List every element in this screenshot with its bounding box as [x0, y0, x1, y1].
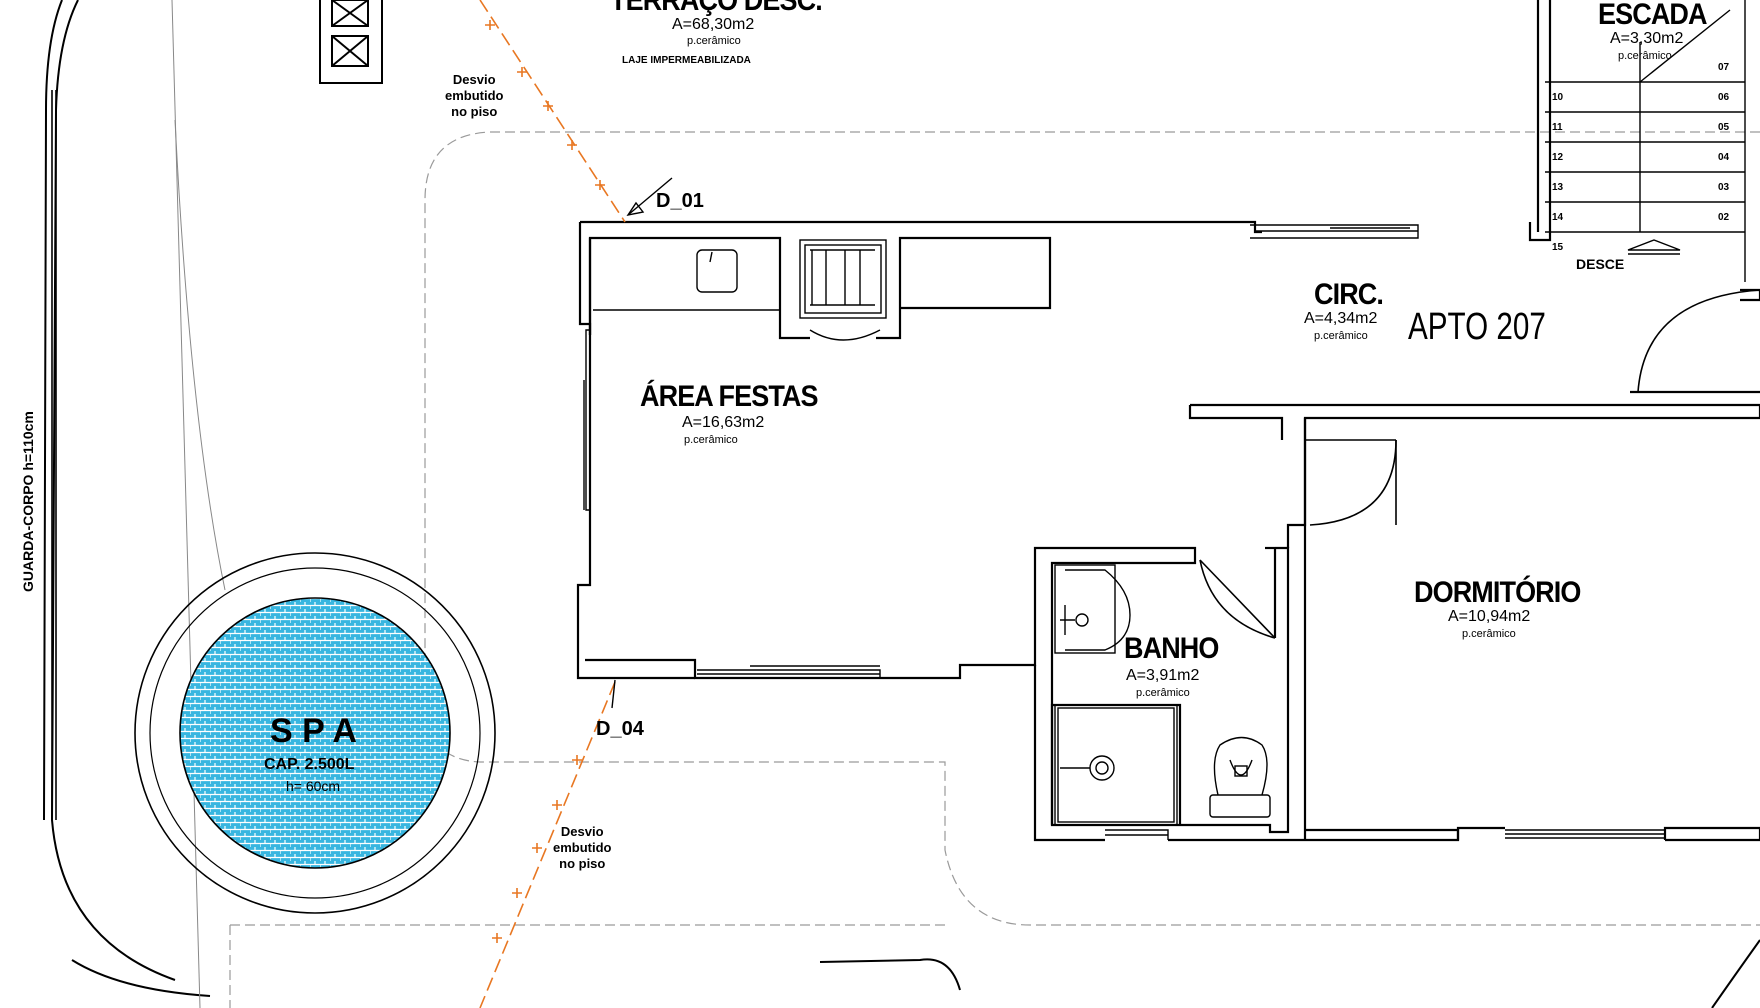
- terrace-floor: p.cerâmico: [687, 35, 741, 47]
- spa-title: S P A: [270, 712, 357, 750]
- stair-step: 02: [1718, 212, 1730, 223]
- windows: [583, 224, 1665, 840]
- bedroom-floor: p.cerâmico: [1462, 628, 1516, 640]
- drain-markers: [485, 20, 605, 943]
- circ-title: CIRC.: [1314, 278, 1384, 311]
- apartment-label: APTO 207: [1408, 306, 1546, 348]
- detail-label-d01: D_01: [656, 190, 704, 212]
- guardrail-label: GUARDA-CORPO h=110cm: [20, 411, 36, 592]
- stair: [1545, 0, 1746, 282]
- terrace-note: LAJE IMPERMEABILIZADA: [622, 55, 751, 66]
- stair-step: 12: [1552, 152, 1564, 163]
- kitchen-counter: [593, 239, 887, 341]
- circ-area: A=4,34m2: [1304, 310, 1378, 327]
- bedroom-area: A=10,94m2: [1448, 608, 1531, 625]
- spa-capacity: CAP. 2.500L: [264, 756, 355, 773]
- vent-boxes: [319, 0, 383, 84]
- walls: [576, 0, 1760, 842]
- bath-fixtures: [1054, 564, 1271, 826]
- party-floor: p.cerâmico: [684, 434, 738, 446]
- drain-note-top: Desvio embutido no piso: [445, 72, 504, 119]
- terrace-title: TERRAÇO DESC.: [610, 0, 823, 17]
- stair-step: 03: [1718, 182, 1730, 193]
- party-area: A=16,63m2: [682, 414, 765, 431]
- spa-height: h= 60cm: [286, 778, 341, 794]
- stair-direction: DESCE: [1576, 256, 1625, 272]
- stair-step: 05: [1718, 122, 1730, 133]
- stair-step: 11: [1552, 122, 1563, 133]
- doors: [1199, 289, 1760, 639]
- stair-step: 15: [1552, 242, 1564, 253]
- stair-step: 04: [1718, 152, 1730, 163]
- bath-area: A=3,91m2: [1126, 667, 1200, 684]
- projection-lines: [229, 131, 1760, 1008]
- bath-title: BANHO: [1124, 632, 1219, 665]
- detail-arrows: [611, 177, 673, 709]
- circ-floor: p.cerâmico: [1314, 330, 1368, 342]
- detail-label-d04: D_04: [596, 718, 644, 740]
- drain-note-bottom: Desvio embutido no piso: [553, 824, 612, 871]
- slab-outline: [43, 0, 1760, 1008]
- stair-step: 07: [1718, 62, 1730, 73]
- terrace-area: A=68,30m2: [672, 16, 755, 33]
- guardrail-lines: [51, 90, 57, 820]
- stair-area: A=3,30m2: [1610, 30, 1684, 47]
- party-title: ÁREA FESTAS: [640, 380, 819, 413]
- thin-lines: [171, 0, 226, 1008]
- stair-title: ESCADA: [1598, 0, 1708, 31]
- stair-floor: p.cerâmico: [1618, 50, 1672, 62]
- bedroom-title: DORMITÓRIO: [1414, 576, 1581, 609]
- bath-floor: p.cerâmico: [1136, 687, 1190, 699]
- stair-step: 13: [1552, 182, 1564, 193]
- stair-step: 10: [1552, 92, 1564, 103]
- stair-step: 06: [1718, 92, 1730, 103]
- spa-pool: [134, 552, 496, 914]
- stair-step: 14: [1552, 212, 1564, 223]
